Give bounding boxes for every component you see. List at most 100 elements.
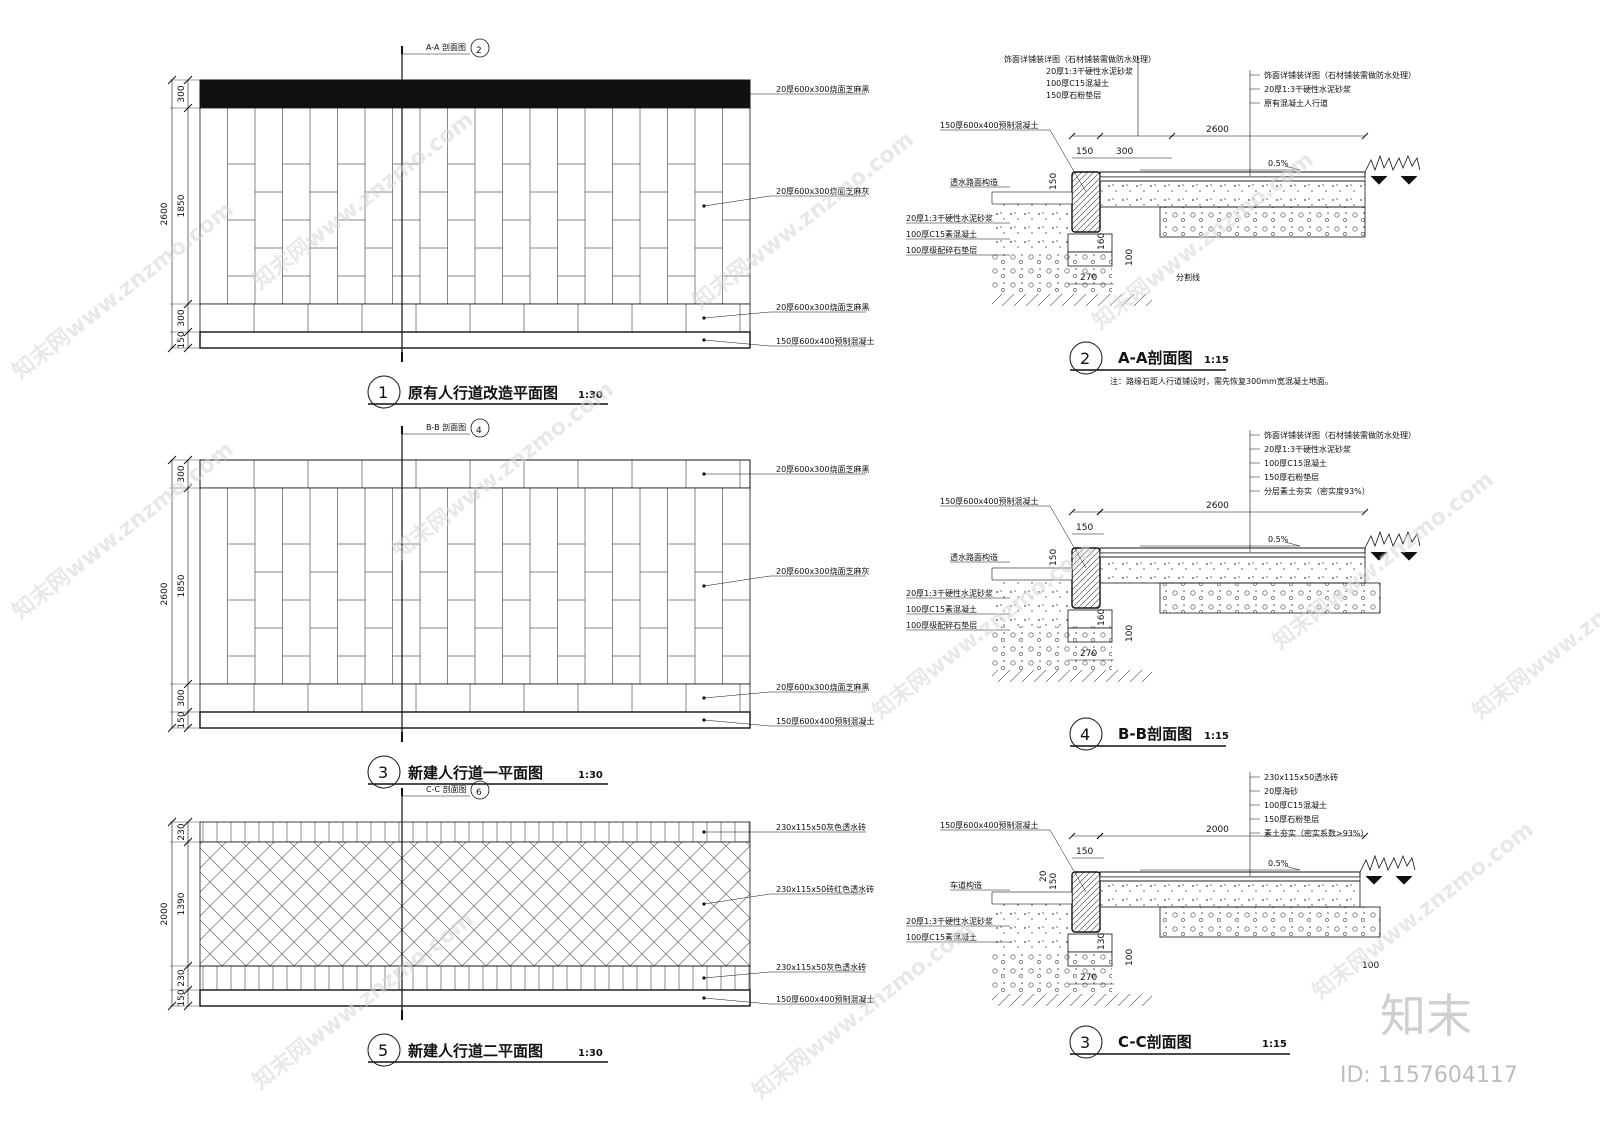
callout-text: 20厚600x300烧面芝麻黑 [776,464,869,474]
top-right-callout: 分层素土夯实（密实度93%） [1264,486,1370,496]
dim-value: 150 [177,989,187,1006]
curb-label: 150厚600x400预制混凝土 [940,120,1039,130]
title-number: 3 [378,763,388,782]
curb-band [199,711,751,729]
bottom-border-band [199,683,751,713]
top-border-band [199,79,751,109]
ground-marker [1370,551,1418,561]
dim-value: 230 [177,969,187,986]
view-scale: 1:30 [578,770,603,781]
mortar-layer [1099,876,1361,882]
dim-curb-width: 150 [1076,523,1093,533]
top-right-callout: 150厚石粉垫层 [1264,472,1319,482]
base-layer [1159,206,1366,238]
callout-leader [703,719,866,727]
callout-text: 20厚600x300烧面芝麻黑 [776,302,869,312]
top-right-callout: 20厚1:3干硬性水泥砂浆 [1264,444,1351,454]
road-finish [991,191,1073,205]
watermark-id: ID: 1157604117 [1340,1063,1518,1088]
view-scale: 1:15 [1204,355,1229,366]
curb-band [199,989,751,1007]
dim-tick [1096,832,1104,840]
layer-label: 20厚1:3干硬性水泥砂浆 [906,916,993,926]
watermark-text: 知末网www.znzmo.com [748,916,979,1104]
base-layer [1159,906,1381,938]
dim-base: 270 [1080,273,1097,283]
red-brick-herringbone [199,841,751,967]
section-4: 0.5%2600150150160100270150厚600x400预制混凝土透… [906,430,1421,751]
dim-height: 150 [1049,173,1059,190]
section-ref-number: 4 [476,426,482,436]
dim-h3: 100 [1125,625,1135,642]
top-left-callout: 饰面详铺装详图（石材铺装需做防水处理） [1004,54,1156,64]
watermark-logo: 知末 [1380,989,1472,1043]
top-left-callout: 150厚石粉垫层 [1046,90,1101,100]
dim-base: 270 [1080,649,1097,659]
section-ref-number: 6 [476,788,482,798]
top-right-callout: 100厚C15混凝土 [1264,458,1327,468]
callout-text: 20厚600x300烧面芝麻黑 [776,84,869,94]
dim-tick [1096,508,1104,516]
slope-arrow [1284,865,1301,871]
title-circle [367,755,401,789]
view-title: 新建人行道二平面图 [408,1042,543,1060]
dim-h2: 130 [1097,933,1107,950]
curb-stone [1071,171,1101,233]
road-gravel [992,626,1112,670]
top-left-callout: 20厚1:3干硬性水泥砂浆 [1046,66,1133,76]
base-layer [1159,582,1381,614]
concrete-layer [1099,180,1366,208]
section-note: 注：路缘石距人行道铺设时，需先恢复300mm宽混凝土地面。 [1110,376,1333,386]
concrete-layer [1099,556,1366,584]
dim-total: 2600 [160,202,170,225]
top-right-callout: 20厚海砂 [1264,786,1298,796]
dim-tick [167,817,177,827]
dim-height: 150 [1049,873,1059,890]
dim-height: 150 [1049,549,1059,566]
dim-right: 100 [1362,961,1379,971]
view-title: C-C剖面图 [1118,1033,1192,1051]
finish-layer [1099,871,1361,878]
dim-h2: 160 [1097,609,1107,626]
title-circle [1069,341,1103,375]
callout-text: 230x115x50灰色透水砖 [776,962,866,972]
slope-arrow [1284,165,1301,171]
title-number: 3 [1080,1033,1090,1052]
grey-brick-band [199,965,751,991]
title-number: 2 [1080,349,1090,368]
dim-value: 300 [177,309,187,326]
curb-leader [940,829,1087,893]
dim-value: 150 [177,331,187,348]
dim-total: 2000 [160,902,170,925]
finish-layer [1099,171,1366,178]
callout-leader [703,311,866,319]
view-title: A-A剖面图 [1118,349,1192,367]
section-ref-circle [470,418,490,438]
view-scale: 1:30 [578,390,603,401]
dim-total: 2600 [160,582,170,605]
dim-value: 230 [177,823,187,840]
dim-width: 2000 [1206,825,1229,835]
layer-label: 透水路面构造 [950,177,998,187]
slope-value: 0.5% [1268,159,1289,168]
mortar-layer [1099,176,1366,182]
callout-text: 150厚600x400预制混凝土 [776,994,875,1004]
extra-label: 分割线 [1176,272,1200,282]
title-number: 5 [378,1041,388,1060]
road-concrete [992,204,1068,250]
dim-tick [1361,832,1369,840]
dim-value: 150 [177,711,187,728]
top-right-callout: 20厚1:3干硬性水泥砂浆 [1264,84,1351,94]
title-circle [367,375,401,409]
dim-tick [167,1001,177,1011]
top-left-callout: 100厚C15混凝土 [1046,78,1109,88]
view-scale: 1:15 [1204,731,1229,742]
road-concrete [992,580,1068,626]
curb-stone [1071,871,1101,933]
callout-leader [703,339,866,347]
dim-curb-width: 150 [1076,847,1093,857]
